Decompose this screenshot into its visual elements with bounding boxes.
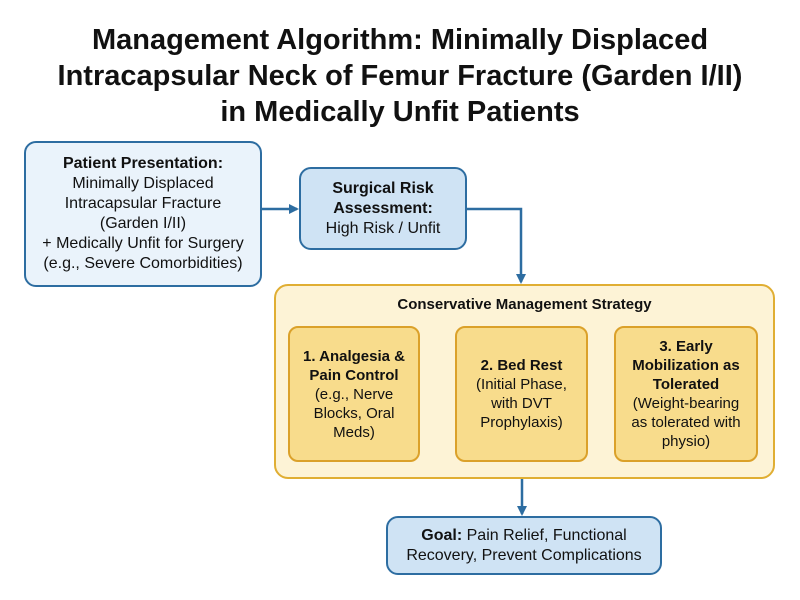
surgical-risk-box: Surgical Risk Assessment: High Risk / Un… [299,167,467,250]
step-analgesia-box: 1. Analgesia & Pain Control (e.g., Nerve… [288,326,420,462]
presentation-line: Minimally Displaced [72,175,214,192]
step-heading: 2. Bed Rest [480,357,563,374]
presentation-line: Intracapsular Fracture [64,195,222,212]
strategy-title: Conservative Management Strategy [397,296,652,313]
step-line: physio) [661,433,711,450]
arrow-risk-to-strategy [467,207,526,284]
goal-label: Goal: [421,526,463,544]
step-heading: Mobilization as [632,357,740,374]
step-heading: 3. Early [659,338,713,355]
step-heading: 1. Analgesia & [303,347,405,365]
step-bed-rest-box: 2. Bed Rest (Initial Phase, with DVT Pro… [455,326,588,462]
step-line: as tolerated with [631,414,741,431]
step-early-mobilization-box: 3. Early Mobilization as Tolerated (Weig… [614,326,758,462]
step-line: (e.g., Nerve [314,385,394,403]
risk-heading: Surgical Risk [332,179,434,197]
title-line-1: Management Algorithm: Minimally Displace… [91,24,709,56]
risk-heading: Assessment: [333,199,433,217]
goal-box: Goal: Pain Relief, Functional Recovery, … [386,516,662,575]
step-line: with DVT [491,395,552,412]
presentation-line: (e.g., Severe Comorbidities) [43,255,243,272]
presentation-heading: Patient Presentation: [62,155,224,172]
step-heading: Tolerated [652,376,720,393]
patient-presentation-box: Patient Presentation: Minimally Displace… [24,141,262,287]
title-line-3: in Medically Unfit Patients [220,96,580,128]
step-line: (Initial Phase, [476,376,567,393]
step-heading: Pain Control [309,366,399,384]
goal-line-2: Recovery, Prevent Complications [406,546,642,564]
step-line: Blocks, Oral [313,404,395,422]
goal-text: Pain Relief, Functional [462,526,627,544]
presentation-line: (Garden I/II) [99,215,187,232]
title-line-2: Intracapsular Neck of Femur Fracture (Ga… [57,60,743,92]
step-line: Prophylaxis) [480,414,563,431]
risk-line: High Risk / Unfit [325,219,441,237]
presentation-line: + Medically Unfit for Surgery [42,235,244,252]
step-line: (Weight-bearing [632,395,740,412]
goal-line-1: Goal: Pain Relief, Functional [421,526,626,546]
diagram-title: Management Algorithm: Minimally Displace… [20,22,780,130]
step-line: Meds) [333,423,375,441]
